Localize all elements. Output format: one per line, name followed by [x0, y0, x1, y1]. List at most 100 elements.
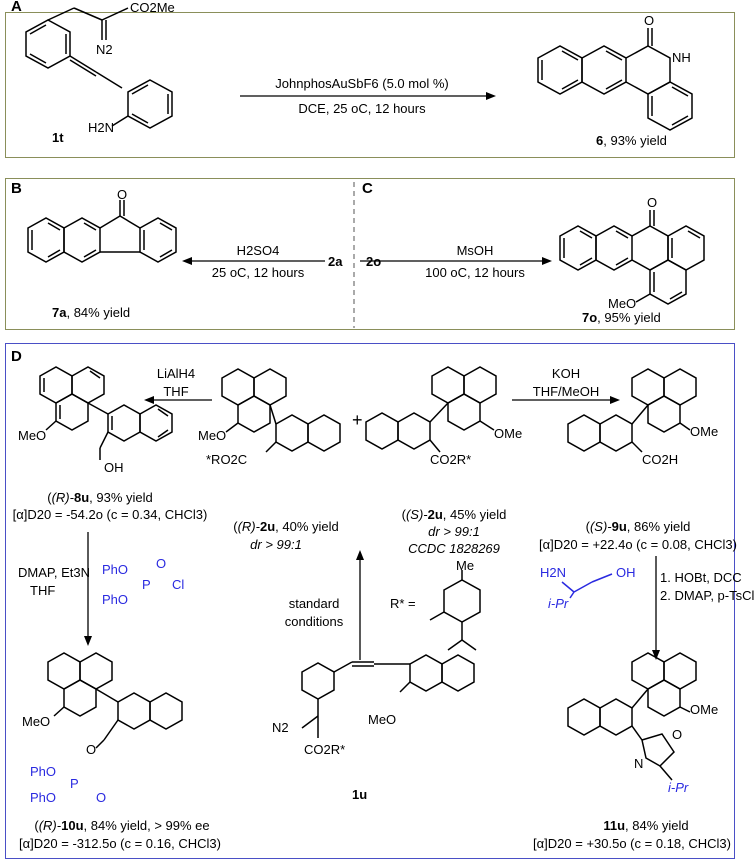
product-7a-structure	[27, 200, 177, 263]
11u-label: 11u, 84% yield	[603, 818, 688, 833]
r2u-id: 2u	[259, 519, 276, 534]
product-6-nh: NH	[672, 50, 691, 65]
reactant-2a-id: 2a	[328, 254, 343, 269]
panel-bc	[5, 178, 735, 330]
reactant-1t-ester: CO2Me	[130, 0, 175, 15]
reactant-1t-n2: N2	[96, 42, 113, 57]
11u-ipr: i-Pr	[668, 780, 689, 795]
panel-a-label: A	[11, 0, 22, 15]
10u-o2: O	[96, 790, 107, 805]
plus-sign: +	[352, 410, 363, 430]
s2u-ome: OMe	[494, 426, 523, 441]
reactant-1t-id: 1t	[52, 130, 64, 145]
product-7o-o: O	[647, 195, 658, 210]
cond-phos-p: P	[142, 577, 151, 592]
panel-b-arrow	[182, 257, 552, 265]
cond-dmap-line2: THF	[30, 583, 56, 598]
product-7o-id: 7o	[582, 310, 598, 325]
panel-c-conditions-top: MsOH	[456, 243, 494, 258]
rstar-label: R* =	[390, 596, 416, 611]
11u-ome: OMe	[690, 702, 719, 717]
cond-koh-line1: KOH	[551, 366, 581, 381]
cond-hobt-line2: 2. DMAP, p-TsCl	[660, 588, 754, 603]
8u-oh: OH	[104, 460, 124, 475]
panel-a-conditions-top: JohnphosAuSbF6 (5.0 mol %)	[275, 76, 449, 91]
r2u-label: ((R)-2u, 40% yield	[233, 519, 339, 534]
8u-ome: MeO	[18, 428, 47, 443]
panel-a-conditions-bottom: DCE, 25 oC, 12 hours	[298, 101, 426, 116]
s2u-yield: , 45% yield	[442, 507, 507, 522]
rstar-me: Me	[456, 558, 475, 573]
cond-lialh4-line1: LiAlH4	[156, 366, 196, 381]
cond-phos-o: O	[156, 556, 167, 571]
10u-rotation: [α]D20 = -312.5o (c = 0.16, CHCl3)	[19, 836, 221, 851]
product-6-structure	[537, 28, 693, 131]
10u-o: O	[86, 742, 97, 757]
product-7o-ome: MeO	[608, 296, 637, 311]
1u-ester: CO2R*	[304, 742, 346, 757]
cond-phos-cl: Cl	[172, 577, 185, 592]
10u-ome: MeO	[22, 714, 51, 729]
r2u-yield: , 40% yield	[275, 519, 339, 534]
s2u-label: ((S)-2u, 45% yield	[401, 507, 507, 522]
product-7a-id: 7a	[52, 305, 67, 320]
10u-pho1: PhO	[30, 764, 57, 779]
reactant-1t-amine: H2N	[88, 120, 115, 135]
s2u-ccdc: CCDC 1828269	[408, 541, 500, 556]
r2u-ome: MeO	[198, 428, 227, 443]
10u-yield: , 84% yield, > 99% ee	[83, 818, 210, 833]
product-6-o: O	[644, 13, 655, 28]
panel-c-label: C	[362, 180, 373, 197]
10u-p: P	[70, 776, 79, 791]
9u-label: ((S)-9u, 86% yield	[585, 519, 691, 534]
panel-a-arrow	[240, 92, 496, 100]
9u-yield: , 86% yield	[626, 519, 691, 534]
product-6-id: 6	[596, 133, 604, 148]
product-7o-structure	[559, 210, 705, 305]
panel-b-conditions-top: H2SO4	[236, 243, 280, 258]
1u-id: 1u	[352, 787, 368, 802]
cond-koh-line2: THF/MeOH	[532, 384, 600, 399]
s2u-dr: dr > 99:1	[428, 524, 480, 539]
s2u-ester: CO2R*	[430, 452, 472, 467]
11u-rotation: [α]D20 = +30.5o (c = 0.18, CHCl3)	[533, 836, 731, 851]
10u-id: 10u	[61, 818, 84, 833]
panel-a	[5, 12, 735, 158]
cond-phos-pho2: PhO	[102, 592, 129, 607]
10u-label: ((R)-10u, 84% yield, > 99% ee	[34, 818, 210, 833]
reactant-2o-id: 2o	[366, 254, 382, 269]
9u-prefix: (S)-	[589, 519, 612, 534]
1u-ome: MeO	[368, 712, 397, 727]
s2u-id: 2u	[427, 507, 443, 522]
panel-bc-divider	[353, 182, 355, 328]
panel-c-conditions-bottom: 100 oC, 12 hours	[425, 265, 525, 280]
10u-prefix: (R)-	[38, 818, 62, 833]
cond-standard-line2: conditions	[284, 614, 344, 629]
9u-id: 9u	[611, 519, 627, 534]
product-7a-label: 7a, 84% yield	[52, 305, 130, 320]
reactant-1t-structure	[25, 7, 173, 129]
panel-d	[5, 343, 735, 859]
cond-phos-pho1: PhO	[102, 562, 129, 577]
r2u-dr: dr > 99:1	[250, 537, 302, 552]
cond-lialh4-line2: THF	[163, 384, 189, 399]
8u-yield: , 93% yield	[89, 490, 153, 505]
11u-yield: , 84% yield	[625, 818, 689, 833]
cond-amino-h2n: H2N	[540, 565, 567, 580]
s2u-prefix: (S)-	[405, 507, 428, 522]
product-7o-label: 7o, 95% yield	[582, 310, 661, 325]
cond-hobt-line1: 1. HOBt, DCC	[660, 570, 742, 585]
cond-standard-line1: standard	[288, 596, 340, 611]
9u-acid: CO2H	[642, 452, 679, 467]
8u-id: 8u	[73, 490, 90, 505]
11u-o: O	[672, 727, 683, 742]
